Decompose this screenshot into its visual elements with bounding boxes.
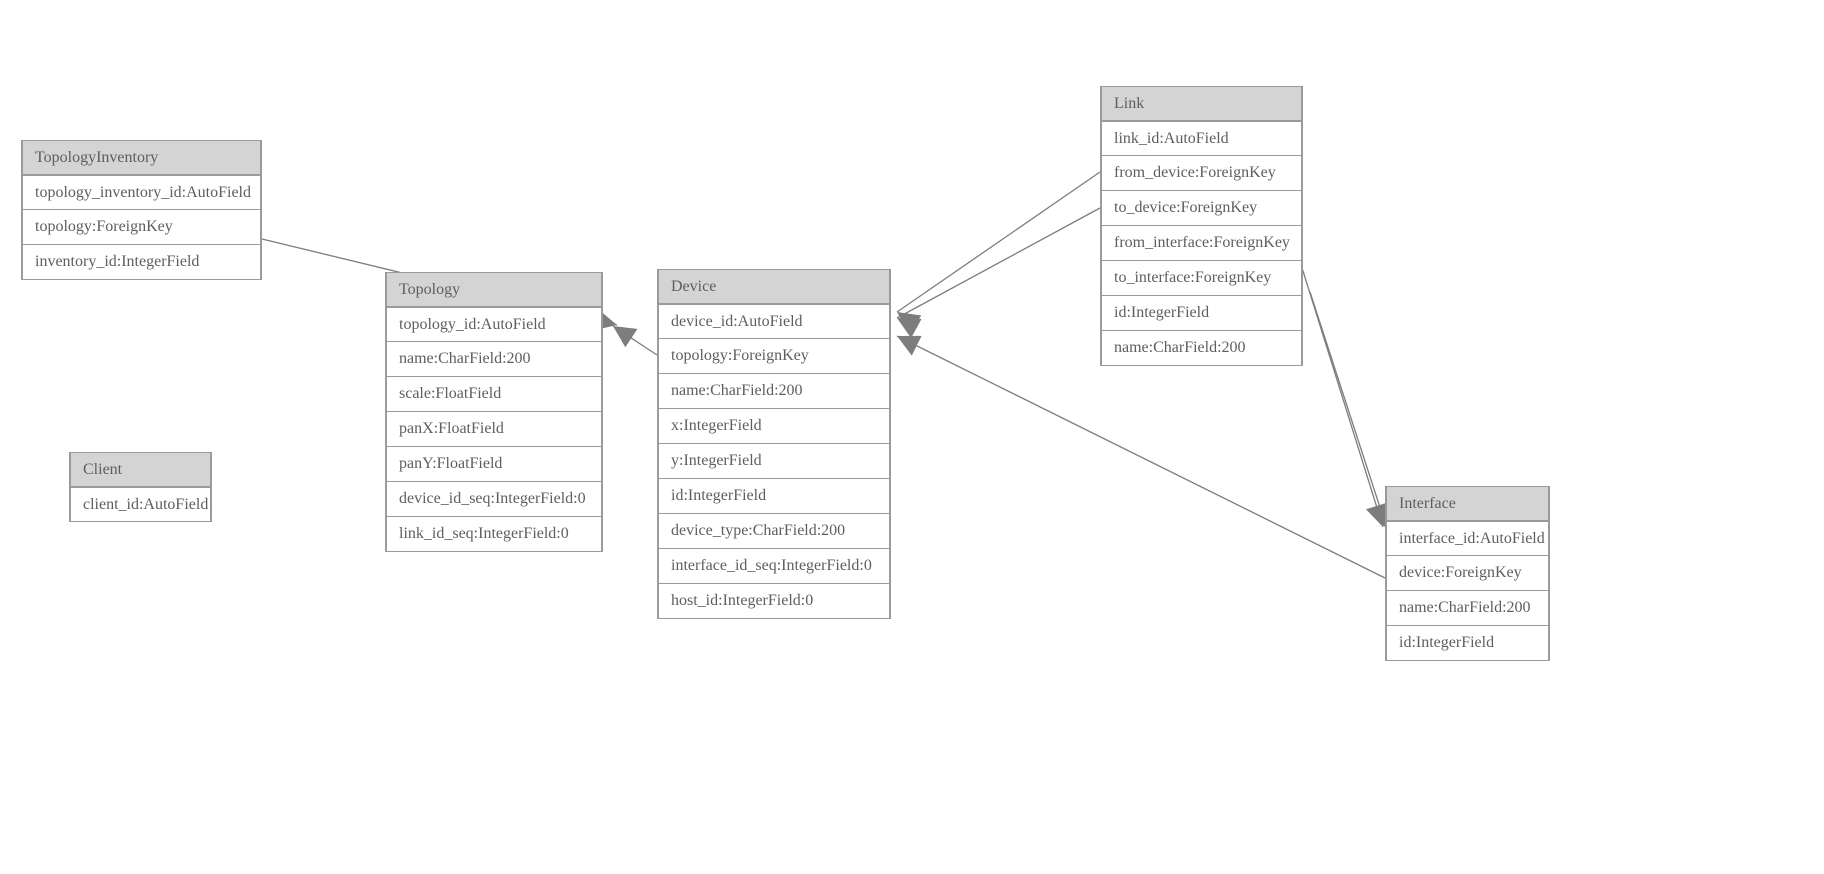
entity-topology_inventory-title: TopologyInventory (22, 140, 261, 175)
entity-topology-field[interactable]: panY:FloatField (386, 447, 602, 482)
entity-interface-field[interactable]: interface_id:AutoField (1386, 521, 1549, 556)
entity-device-field[interactable]: y:IntegerField (658, 444, 890, 479)
relationship-line (612, 325, 658, 356)
entity-link-title: Link (1101, 86, 1302, 121)
entity-device-field[interactable]: host_id:IntegerField:0 (658, 584, 890, 619)
entity-link-field[interactable]: from_device:ForeignKey (1101, 156, 1302, 191)
entity-client-field[interactable]: client_id:AutoField (70, 487, 211, 522)
entity-link-field[interactable]: to_device:ForeignKey (1101, 191, 1302, 226)
relationship-line (896, 207, 1101, 319)
entity-device-field[interactable]: device_id:AutoField (658, 304, 890, 339)
entity-interface-field[interactable]: name:CharField:200 (1386, 591, 1549, 626)
relationship-line (1309, 291, 1388, 530)
entity-interface-field[interactable]: id:IntegerField (1386, 626, 1549, 661)
entity-link-field[interactable]: to_interface:ForeignKey (1101, 261, 1302, 296)
entity-topology-field[interactable]: device_id_seq:IntegerField:0 (386, 482, 602, 517)
entity-interface-field[interactable]: device:ForeignKey (1386, 556, 1549, 591)
entity-device-field[interactable]: id:IntegerField (658, 479, 890, 514)
entity-topology_inventory-field[interactable]: inventory_id:IntegerField (22, 245, 261, 280)
entity-topology-field[interactable]: panX:FloatField (386, 412, 602, 447)
entity-link-field[interactable]: link_id:AutoField (1101, 121, 1302, 156)
entity-link-field[interactable]: from_interface:ForeignKey (1101, 226, 1302, 261)
entity-link-field[interactable]: id:IntegerField (1101, 296, 1302, 331)
entity-device-field[interactable]: interface_id_seq:IntegerField:0 (658, 549, 890, 584)
relationship-link-to-device-to-device (896, 207, 1101, 339)
relationship-link-from-interface-to-interface (1297, 254, 1387, 528)
entity-topology_inventory-field[interactable]: topology_inventory_id:AutoField (22, 175, 261, 210)
entity-interface-title: Interface (1386, 486, 1549, 521)
entity-topology-field[interactable]: name:CharField:200 (386, 342, 602, 377)
entity-device-title: Device (658, 269, 890, 304)
relationship-line (896, 335, 1386, 579)
relationship-arrowhead (613, 326, 638, 348)
entity-topology-field[interactable]: topology_id:AutoField (386, 307, 602, 342)
entity-topology-field[interactable]: scale:FloatField (386, 377, 602, 412)
entity-topology-field[interactable]: link_id_seq:IntegerField:0 (386, 517, 602, 552)
entity-device-field[interactable]: name:CharField:200 (658, 374, 890, 409)
entity-client-title: Client (70, 452, 211, 487)
relationship-arrowhead (897, 318, 922, 339)
entity-device-field[interactable]: topology:ForeignKey (658, 339, 890, 374)
relationship-device-to-topology (612, 325, 658, 356)
relationship-line (1297, 254, 1384, 528)
relationship-line (896, 171, 1101, 313)
entity-topology-title: Topology (386, 272, 602, 307)
entity-device-field[interactable]: device_type:CharField:200 (658, 514, 890, 549)
entity-topology_inventory-field[interactable]: topology:ForeignKey (22, 210, 261, 245)
entity-link-field[interactable]: name:CharField:200 (1101, 331, 1302, 366)
relationship-arrowhead (897, 335, 922, 356)
relationship-arrowhead (897, 312, 922, 334)
entity-device-field[interactable]: x:IntegerField (658, 409, 890, 444)
relationship-link-from-device-to-device (896, 171, 1101, 334)
